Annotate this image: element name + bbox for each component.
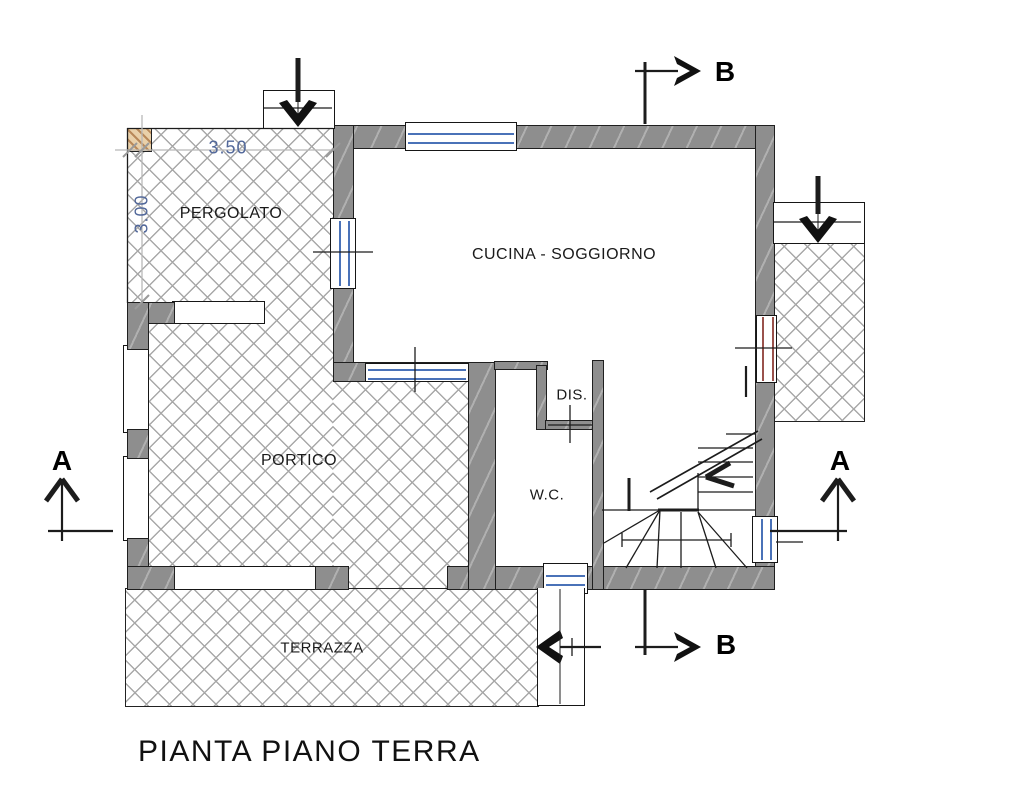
staircase (602, 366, 763, 569)
dimension-lines (115, 115, 341, 310)
room-label-terrazza: TERRAZZA (280, 639, 364, 657)
window-cucina-west (330, 218, 356, 289)
room-label-wc: W.C. (529, 486, 565, 504)
wall-dis-west (536, 365, 547, 430)
external-landing-area (773, 242, 865, 422)
section-label-a-right: A (829, 445, 851, 476)
room-label-portico: PORTICO (260, 452, 338, 469)
section-line-a-right (770, 477, 857, 541)
window-glass (368, 368, 466, 380)
section-label-b-bottom: B (715, 629, 737, 660)
section-label-b-top: B (714, 56, 736, 87)
window-glass (761, 519, 772, 560)
dimension-label-width: 3.50 (208, 137, 248, 158)
section-line-b-bottom (635, 590, 701, 662)
window-north (405, 122, 517, 151)
wall-cucina-south-thin (494, 361, 548, 370)
wall-south (447, 566, 775, 590)
door-east (756, 315, 777, 383)
wall-wc-west (468, 362, 496, 590)
window-glass (339, 221, 350, 286)
pergola-outline (126, 127, 333, 303)
drawing-title: PIANTA PIANO TERRA (138, 735, 481, 768)
door-leaf (761, 317, 774, 381)
pillar-portico-south-mid (315, 566, 349, 590)
section-label-a-left: A (51, 445, 73, 476)
room-label-dis: DIS. (556, 386, 588, 404)
pergolato-portico-area (128, 129, 333, 588)
pillar-portico-southwest-b (127, 566, 175, 590)
terrazza-area (125, 588, 539, 707)
dimension-label-depth: 3.00 (131, 194, 152, 234)
entry-arrow-left-icon (536, 630, 601, 664)
section-line-b-top (635, 56, 701, 124)
window-portico (365, 363, 469, 382)
window-stair-east (752, 516, 778, 563)
pillar-portico-northwest-b (127, 302, 149, 350)
portico-east-area (333, 366, 468, 588)
section-line-a-left (43, 477, 113, 541)
railing-portico-south (172, 566, 319, 590)
pillar-portico-west-mid (127, 429, 149, 459)
entry-arrow-down-icon (264, 58, 332, 127)
window-glass (546, 574, 585, 586)
opening-ticks (313, 251, 803, 543)
room-label-pergolato: PERGOLATO (179, 205, 283, 222)
entry-arrow-down-right-icon (774, 176, 861, 243)
window-glass (408, 132, 514, 144)
dis-door-symbol (548, 405, 592, 443)
room-label-cucina-soggiorno: CUCINA - SOGGIORNO (471, 246, 657, 263)
wall-dis-east (592, 360, 604, 590)
